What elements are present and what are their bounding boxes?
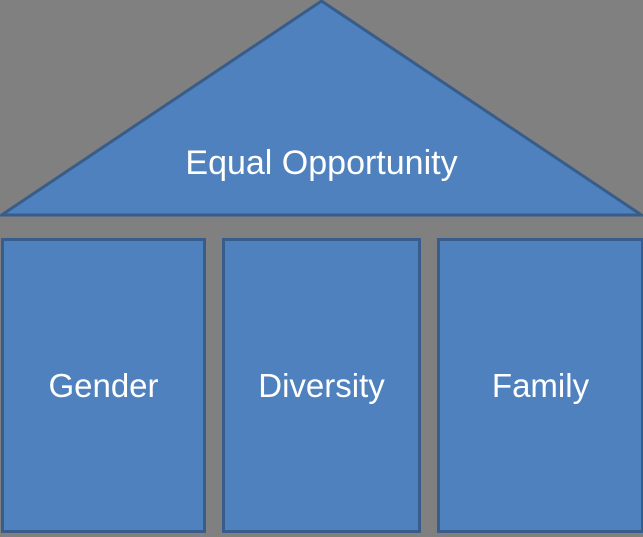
roof-triangle-polygon	[0, 0, 643, 217]
pillar-label-diversity: Diversity	[258, 366, 385, 404]
pillar-family[interactable]: Family	[437, 238, 643, 533]
roof-triangle-svg	[0, 0, 643, 217]
pillar-label-family: Family	[491, 366, 590, 404]
pillar-gender[interactable]: Gender	[1, 238, 206, 533]
pillar-diversity[interactable]: Diversity	[222, 238, 421, 533]
roof-triangle-shape[interactable]: Equal Opportunity	[0, 0, 643, 218]
pillar-label-gender: Gender	[48, 366, 159, 404]
